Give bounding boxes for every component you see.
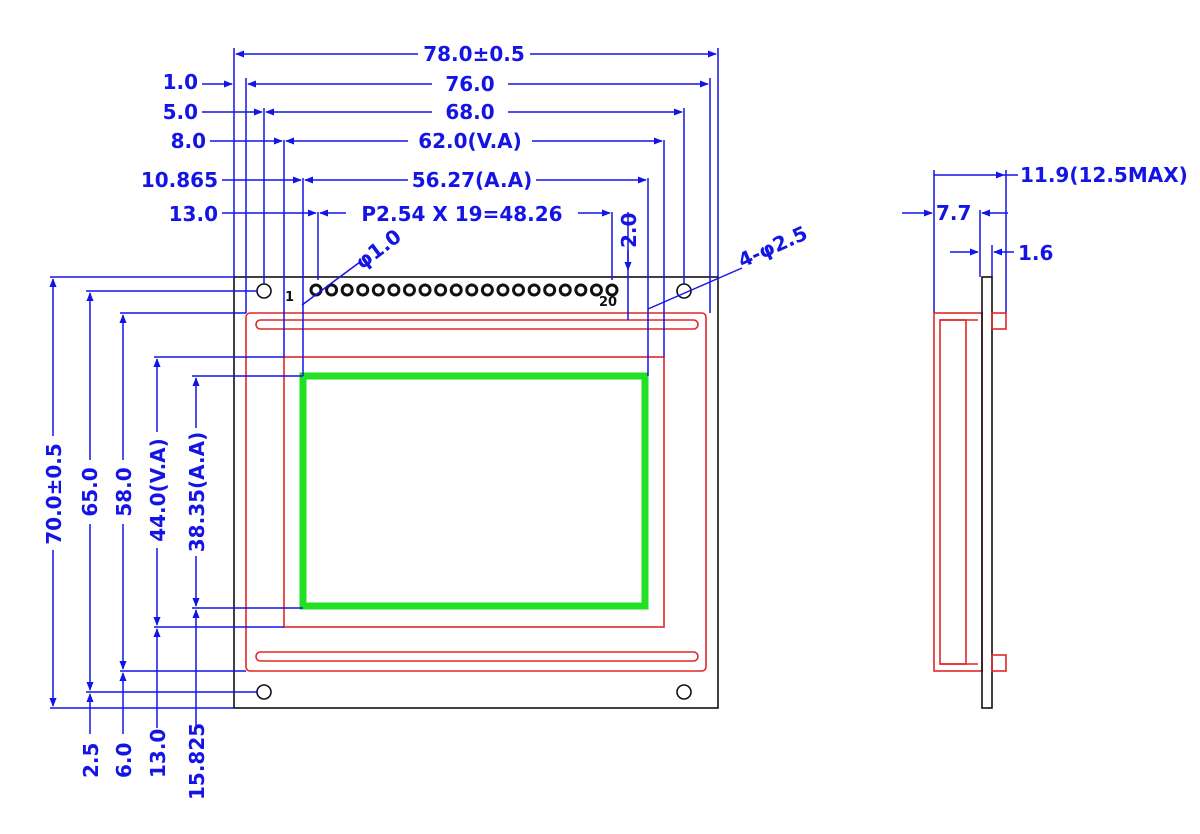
mount-hole-bottom-left (256, 684, 272, 700)
bezel-frame (245, 312, 707, 672)
pin-hole (512, 283, 526, 297)
pin-hole (387, 283, 401, 297)
bottom-offset-13-0: 13.0 (146, 729, 170, 778)
pin-hole (340, 283, 354, 297)
dim-hole-pitch-outer: 76.0 (445, 72, 494, 96)
dim-module-depth: 7.7 (936, 201, 971, 225)
offset-10-865: 10.865 (141, 168, 218, 192)
bottom-offset-6-0: 6.0 (112, 743, 136, 778)
pin-header (309, 283, 619, 297)
front-view: 1 20 (233, 276, 719, 709)
pin-hole (371, 283, 385, 297)
pin-hole (527, 283, 541, 297)
pin-hole (449, 283, 463, 297)
dim-total-thickness: 11.9(12.5MAX) (1020, 163, 1188, 187)
dim-frame-height: 58.0 (112, 467, 136, 516)
side-bezel (933, 312, 983, 672)
pin-hole (480, 283, 494, 297)
pin-hole (402, 283, 416, 297)
left-offset-labels: 1.0 5.0 8.0 10.865 13.0 (141, 70, 317, 226)
side-bezel-inner (939, 319, 967, 665)
bottom-offset-2-5: 2.5 (79, 743, 103, 778)
bezel-top-slot (255, 319, 699, 330)
dim-overall-width: 78.0±0.5 (423, 42, 525, 66)
dim-hole-pitch-vertical: 65.0 (78, 467, 102, 516)
offset-1-0: 1.0 (163, 70, 198, 94)
pin-hole (325, 283, 339, 297)
offset-13-0: 13.0 (169, 202, 218, 226)
pin-20-label: 20 (599, 295, 617, 310)
side-pin-stub-top (991, 312, 1007, 330)
pin-hole (496, 283, 510, 297)
pin-hole (574, 283, 588, 297)
dim-view-area-height: 44.0(V.A) (146, 438, 170, 542)
viewing-area (283, 356, 665, 628)
dim-pin-pitch: P2.54 X 19=48.26 (361, 202, 562, 226)
bottom-offset-labels: 2.5 6.0 13.0 15.825 (79, 609, 209, 800)
side-view: 11.9(12.5MAX) 7.7 1.6 (902, 163, 1188, 709)
dim-overall-height: 70.0±0.5 (42, 443, 66, 545)
bezel-bottom-slot (255, 651, 699, 662)
pcb-outline (233, 276, 719, 709)
dim-pcb-thickness: 1.6 (1018, 241, 1053, 265)
dim-view-area-width: 62.0(V.A) (418, 129, 522, 153)
pin-hole (309, 283, 323, 297)
dim-pin-offset: 2.0 (617, 213, 641, 248)
dim-active-area-height: 38.35(A.A) (185, 432, 209, 552)
pin-hole (543, 283, 557, 297)
callout-pin-hole: φ1.0 (351, 224, 406, 274)
pin-hole (605, 283, 619, 297)
side-pin-stub-bottom (991, 654, 1007, 672)
dim-active-area-width: 56.27(A.A) (412, 168, 532, 192)
pin-1-label: 1 (285, 290, 294, 305)
offset-8-0: 8.0 (171, 129, 206, 153)
pin-hole (558, 283, 572, 297)
pin-hole (356, 283, 370, 297)
pin-hole (434, 283, 448, 297)
dim-frame-width: 68.0 (445, 100, 494, 124)
side-pcb (981, 276, 993, 709)
bottom-offset-15-825: 15.825 (185, 723, 209, 800)
mount-hole-bottom-right (676, 684, 692, 700)
offset-5-0: 5.0 (163, 100, 198, 124)
mount-hole-top-left (256, 283, 272, 299)
active-area (299, 372, 649, 610)
pin-hole (589, 283, 603, 297)
pin-hole (465, 283, 479, 297)
top-dimensions: 78.0±0.5 76.0 68.0 62.0(V.A) 56.27(A.A) … (233, 42, 811, 376)
vertical-dimensions: 70.0±0.5 65.0 58.0 44.0(V.A) 38.35(A.A) (42, 276, 303, 709)
callout-mount-holes: 4-φ2.5 (734, 221, 811, 273)
pin-hole (418, 283, 432, 297)
